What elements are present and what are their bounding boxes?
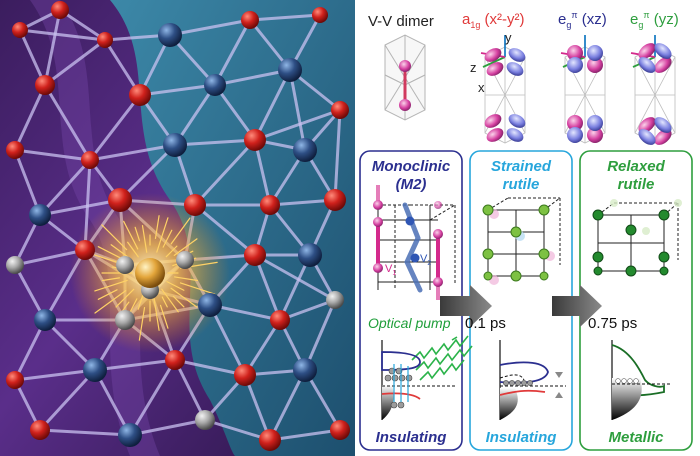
pump-label: Optical pump	[368, 315, 451, 331]
panel-relaxed-footer: Metallic	[608, 429, 664, 446]
panel-strained-title-2: rutile	[503, 176, 540, 193]
lattice-atoms	[6, 1, 350, 451]
pump-wave	[411, 335, 473, 381]
lattice-relaxed	[592, 199, 682, 277]
dimer-atom-bottom	[399, 99, 411, 111]
orbital-label-eg-xz: egπ (xz)	[558, 10, 607, 30]
panel-monoclinic-title-1: Monoclinic	[372, 158, 451, 175]
atom-label-v1: V1	[385, 263, 396, 277]
lattice-strained	[482, 197, 561, 285]
dos-relaxed	[611, 340, 672, 420]
panel-relaxed-title-1: Relaxed	[607, 158, 665, 175]
dimer-title: V-V dimer	[368, 13, 434, 30]
dos-strained	[499, 340, 566, 420]
dos-monoclinic	[381, 340, 455, 420]
orbital-label-a1g: a1g (x²-y²)	[462, 11, 525, 30]
time-label-2: 0.75 ps	[588, 315, 637, 332]
diagram: V-V dimer a1g (x²-y²) egπ (xz) egπ (yz) …	[355, 0, 700, 456]
axis-label-z: z	[470, 60, 477, 75]
time-label-1: 0.1 ps	[465, 315, 506, 332]
panel-monoclinic-title-2: (M2)	[396, 176, 427, 193]
orbital-drawings	[480, 35, 676, 145]
dimer-atom-top	[399, 60, 411, 72]
orbital-label-eg-yz: egπ (yz)	[630, 10, 679, 30]
illustration-bg-right	[110, 0, 355, 456]
transition-arrow-2	[552, 285, 602, 327]
excitation-sparks	[94, 215, 218, 341]
panel-relaxed-title-2: rutile	[618, 176, 655, 193]
panel-strained-title-1: Strained	[491, 158, 552, 175]
panel-monoclinic-footer: Insulating	[376, 429, 447, 446]
axis-label-y: y	[505, 30, 512, 45]
panel-strained-footer: Insulating	[486, 429, 557, 446]
transition-arrow-1	[440, 285, 492, 327]
axis-label-x: x	[478, 80, 485, 95]
atom-label-v2: V2	[420, 253, 431, 267]
lattice-monoclinic	[373, 185, 456, 300]
illustration	[0, 0, 355, 456]
